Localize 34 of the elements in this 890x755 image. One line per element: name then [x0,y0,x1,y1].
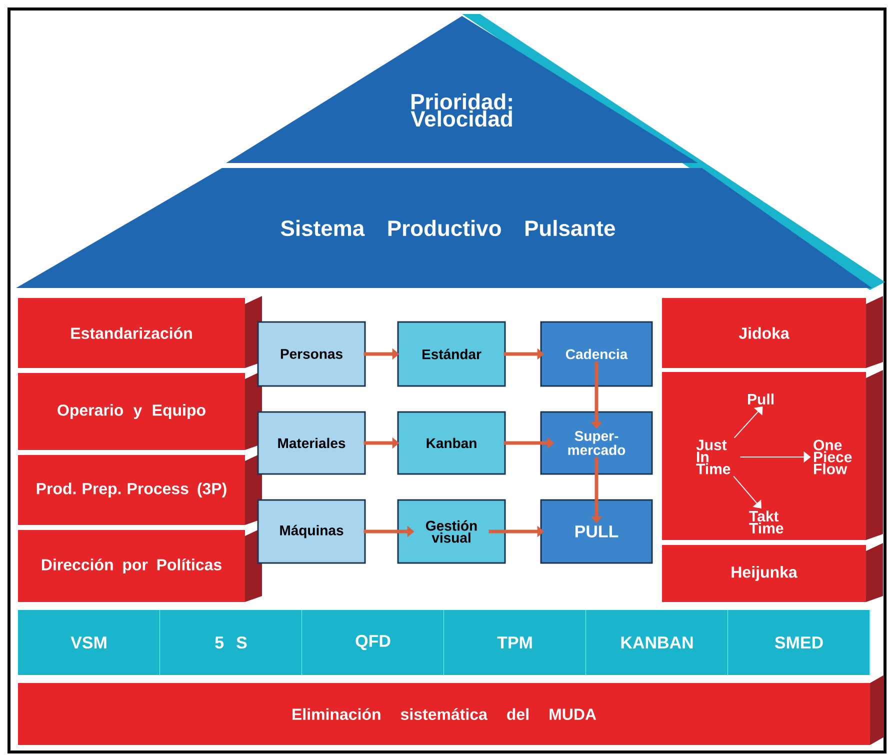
process-box: PULL [540,499,653,564]
process-box: Materiales [257,411,366,475]
tool-block: KANBAN [586,610,728,676]
node-label: QFD [356,634,390,650]
roof-band: Sistema Productivo Pulsante [16,168,872,288]
tool-block: 5 S [160,610,302,676]
process-box: Estándar [397,321,506,387]
pillar-block: Jidoka [662,296,883,368]
tool-block: VSM [18,610,160,676]
foundation-block: Eliminación sistemática del MUDA [18,675,884,745]
process-box: Gestión visual [397,499,506,564]
pillar-block: Estandarización [18,296,262,368]
process-box: Personas [257,321,366,387]
pillar-block: Prod. Prep. Process (3P) [18,453,262,525]
process-box: Kanban [397,411,506,475]
node-label: KANBAN [621,636,693,648]
tool-block: QFD [302,610,444,676]
process-box: Máquinas [257,499,366,564]
process-box: Super-mercado [540,411,653,475]
concept-label: Takt Time [749,510,784,534]
tool-block: SMED [728,610,871,676]
tool-block: TPM [444,610,586,676]
pillar-block [662,370,883,540]
node-label: VSM [70,636,106,649]
pillar-block: Heijunka [662,543,883,602]
node-label: TPM [497,636,532,648]
concept-label: Just In Time [696,440,730,474]
pillar-block: Operario y Equipo [18,371,262,450]
node-label: 5 S [215,636,247,649]
concept-label: One Piece Flow [814,440,852,474]
concept-label: Pull [748,394,774,404]
process-box: Cadencia [540,321,653,387]
pillar-block: Dirección por Políticas [18,528,262,602]
node-label: SMED [774,636,823,649]
